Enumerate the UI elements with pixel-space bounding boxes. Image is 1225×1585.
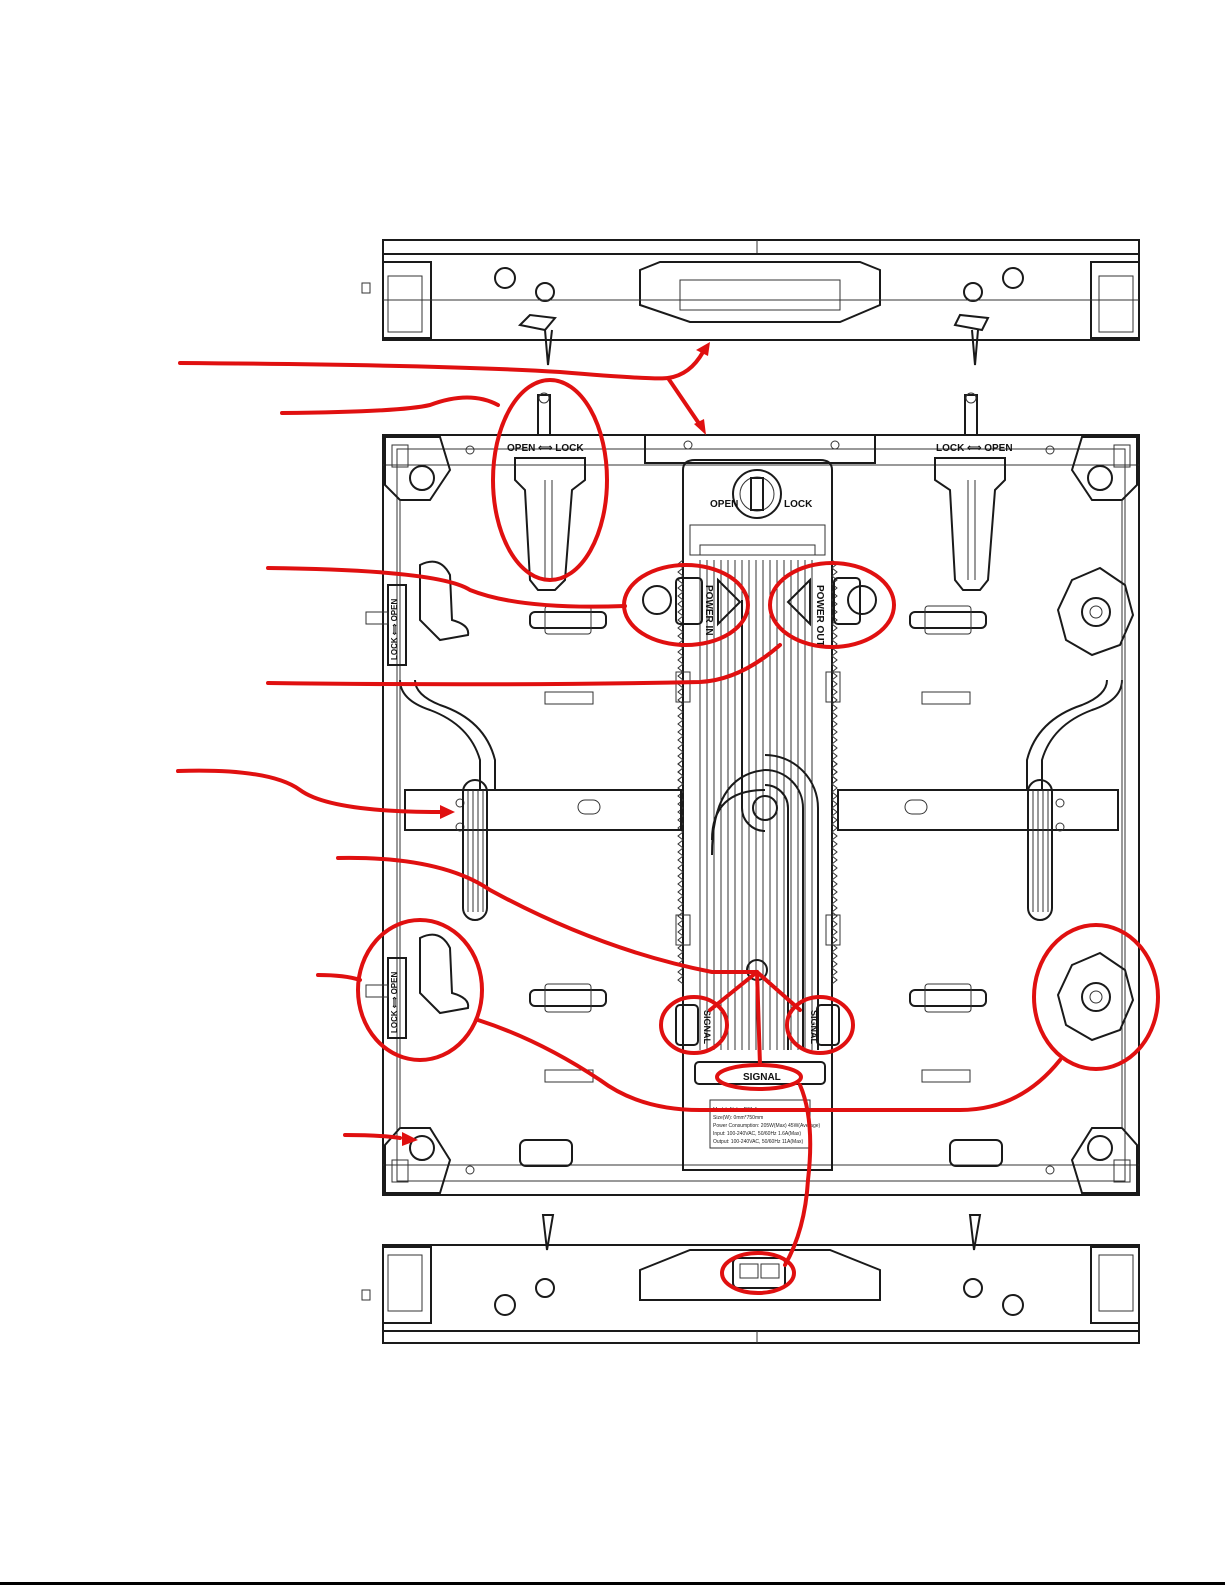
bottom-edge-view [362, 1215, 1139, 1343]
signal-left-label: SIGNAL [702, 1010, 712, 1045]
knob-lock-label: LOCK [784, 499, 813, 510]
mounting-clips [530, 606, 986, 1012]
knob-open-label: OPEN [710, 499, 738, 510]
top-right-lock-lever [935, 458, 1005, 590]
side-lock-lower: LOCK ⟺ OPEN [366, 935, 468, 1038]
callout-line-5 [178, 771, 440, 812]
right-handle [1028, 780, 1052, 920]
signal-right-connector: SIGNAL [809, 1005, 839, 1045]
nameplate-line: Size(W): 0mm*750mm [713, 1115, 763, 1121]
callouts [178, 342, 1158, 1293]
side-lock-upper-label: LOCK ⟺ OPEN [390, 599, 399, 660]
nameplate: Model: Alpha-D01.4 Size(W): 0mm*750mm Po… [713, 1107, 821, 1145]
side-rails [400, 500, 1122, 1128]
signal-right-label: SIGNAL [809, 1010, 819, 1045]
callout-line-2 [282, 398, 498, 414]
signal-bottom-label: SIGNAL [743, 1072, 781, 1083]
signal-left-connector: SIGNAL [676, 1005, 712, 1045]
left-handle [463, 780, 487, 920]
callout-line-1a [180, 352, 703, 378]
power-out-label: POWER OUT [814, 585, 825, 647]
callout-line-1b [668, 378, 700, 425]
top-edge-view [362, 240, 1139, 365]
callout-line-4 [268, 645, 780, 684]
callout-line-8 [345, 1135, 400, 1138]
main-panel: OPEN LOCK OPEN ⟺ LOCK LOCK ⟺ OPEN [366, 393, 1139, 1195]
power-in-connector: POWER IN [643, 578, 740, 636]
callout-line-6 [338, 858, 757, 972]
power-in-label: POWER IN [703, 585, 714, 636]
top-right-lock-label: LOCK ⟺ OPEN [936, 443, 1013, 454]
nameplate-line: Input: 100-240VAC, 50/60Hz 1.6A(Max) [713, 1131, 801, 1137]
arrowhead [440, 805, 455, 819]
callout-line-7 [318, 975, 360, 980]
top-left-lock-label: OPEN ⟺ LOCK [507, 443, 584, 454]
side-lock-lower-label: LOCK ⟺ OPEN [390, 972, 399, 1033]
callout-branch-bottom [757, 972, 760, 1065]
nameplate-line: Output: 100-240VAC, 50/60Hz 11A(Max) [713, 1139, 803, 1145]
nameplate-line: Power Consumption: 205W(Max) 45W(Average… [713, 1123, 821, 1129]
center-lock-knob: OPEN LOCK [710, 470, 813, 518]
